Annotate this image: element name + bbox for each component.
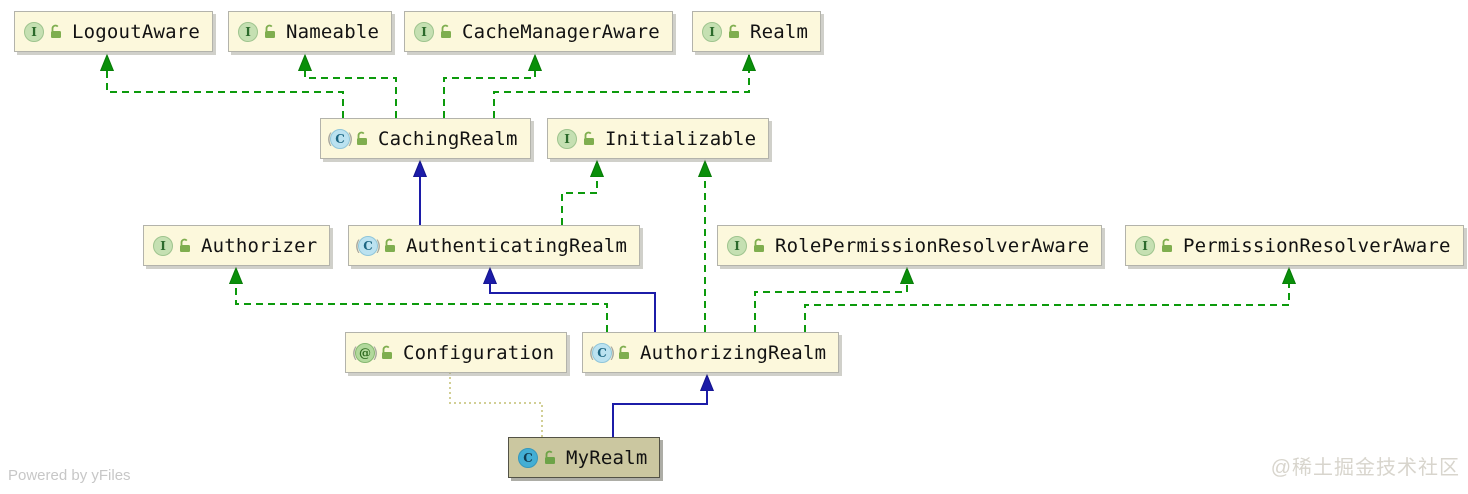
node-cachemanageraware[interactable]: I CacheManagerAware: [404, 11, 673, 52]
abstract-class-icon: C: [587, 342, 617, 363]
node-myrealm[interactable]: C MyRealm: [508, 437, 661, 478]
interface-icon: I: [153, 235, 173, 256]
node-label: Realm: [750, 20, 809, 43]
node-authorizingrealm[interactable]: C AuthorizingRealm: [582, 332, 840, 373]
unlocked-padlock-icon: [439, 24, 453, 39]
abstract-class-icon: C: [325, 128, 355, 149]
edge-cachingrealm-implements-logoutaware: [107, 55, 344, 118]
node-label: Authorizer: [201, 234, 318, 257]
edge-authenticatingrealm-implements-initializable: [561, 161, 597, 225]
node-label: Initializable: [605, 127, 757, 150]
unlocked-padlock-icon: [178, 238, 192, 253]
interface-icon: I: [24, 21, 44, 42]
node-cachingrealm[interactable]: C CachingRealm: [320, 118, 531, 159]
node-permissionresolveraware[interactable]: I PermissionResolverAware: [1125, 225, 1464, 266]
edge-myrealm-extends-authorizingrealm: [612, 375, 707, 437]
unlocked-padlock-icon: [543, 450, 557, 465]
abstract-class-icon: C: [353, 235, 383, 256]
unlocked-padlock-icon: [383, 238, 397, 253]
unlocked-padlock-icon: [380, 345, 394, 360]
node-authenticatingrealm[interactable]: C AuthenticatingRealm: [348, 225, 641, 266]
node-label: Nameable: [286, 20, 380, 43]
node-label: AuthorizingRealm: [640, 341, 827, 364]
interface-icon: I: [727, 235, 747, 256]
interface-icon: I: [557, 128, 577, 149]
interface-icon: I: [414, 21, 434, 42]
class-icon: C: [518, 447, 538, 468]
powered-by-yfiles-label: Powered by yFiles: [8, 467, 131, 484]
node-label: Configuration: [403, 341, 555, 364]
node-nameable[interactable]: I Nameable: [228, 11, 393, 52]
edge-cachingrealm-implements-realm: [493, 55, 749, 118]
unlocked-padlock-icon: [355, 131, 369, 146]
unlocked-padlock-icon: [1160, 238, 1174, 253]
interface-icon: I: [1135, 235, 1155, 256]
annotation-icon: @: [350, 342, 380, 363]
node-label: AuthenticatingRealm: [406, 234, 628, 257]
node-logoutaware[interactable]: I LogoutAware: [14, 11, 214, 52]
node-label: RolePermissionResolverAware: [775, 234, 1090, 257]
unlocked-padlock-icon: [727, 24, 741, 39]
node-authorizer[interactable]: I Authorizer: [143, 225, 331, 266]
node-label: LogoutAware: [72, 20, 201, 43]
node-label: PermissionResolverAware: [1183, 234, 1451, 257]
edge-authorizingrealm-extends-authenticatingrealm: [490, 268, 656, 332]
node-initializable[interactable]: I Initializable: [547, 118, 770, 159]
edge-cachingrealm-implements-nameable: [305, 55, 397, 118]
node-realm[interactable]: I Realm: [692, 11, 822, 52]
node-label: CachingRealm: [378, 127, 518, 150]
unlocked-padlock-icon: [752, 238, 766, 253]
juejin-watermark: @稀土掘金技术社区: [1270, 457, 1460, 479]
unlocked-padlock-icon: [49, 24, 63, 39]
edge-authorizingrealm-implements-authorizer: [236, 268, 608, 332]
edge-myrealm-annotation-configuration: [449, 372, 543, 437]
node-configuration[interactable]: @ Configuration: [345, 332, 568, 373]
interface-icon: I: [238, 21, 258, 42]
node-rolepermissionresolveraware[interactable]: I RolePermissionResolverAware: [717, 225, 1103, 266]
interface-icon: I: [702, 21, 722, 42]
edge-authorizingrealm-implements-permissionresolveraware: [804, 268, 1289, 332]
edge-cachingrealm-implements-cachemanageraware: [443, 55, 535, 118]
node-label: MyRealm: [566, 446, 648, 469]
edge-authorizingrealm-implements-rolepermissionresolveraware: [754, 268, 907, 332]
unlocked-padlock-icon: [617, 345, 631, 360]
unlocked-padlock-icon: [263, 24, 277, 39]
unlocked-padlock-icon: [582, 131, 596, 146]
node-label: CacheManagerAware: [462, 20, 660, 43]
